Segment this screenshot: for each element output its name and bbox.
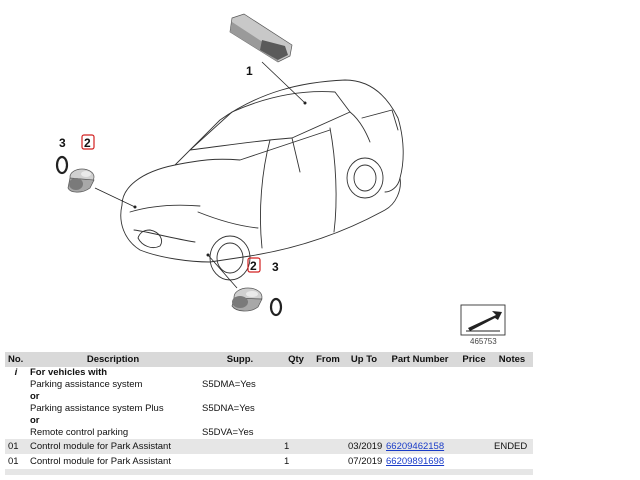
cell-notes (491, 454, 533, 469)
callout-1: 1 (246, 64, 253, 78)
cell-qty: 1 (281, 454, 311, 469)
supp-code: S5DNA=Yes (202, 403, 255, 414)
highlight-box-front (81, 134, 95, 150)
table-row-note: i For vehicles with Parking assistance s… (5, 367, 533, 439)
rear-sensor-part[interactable] (231, 287, 263, 312)
parts-table: No. Description Supp. Qty From Up To Par… (5, 352, 533, 475)
header-no: No. (5, 352, 27, 367)
header-supp: Supp. (199, 352, 281, 367)
note-line: Parking assistance system Plus (30, 403, 164, 414)
cell-price (457, 439, 491, 454)
rear-ring-part[interactable] (269, 297, 283, 317)
note-line: Parking assistance system (30, 379, 143, 390)
cell-up-to: 03/2019 (345, 439, 383, 454)
front-sensor-part[interactable] (67, 168, 95, 193)
cell-up-to: 07/2019 (345, 454, 383, 469)
cell-price (457, 454, 491, 469)
leader-lines (94, 61, 306, 289)
callout-2-rear: 2 (250, 259, 257, 273)
table-row[interactable]: 01 Control module for Park Assistant 1 0… (5, 454, 533, 469)
callout-2-front: 2 (84, 136, 91, 150)
cell-description: Control module for Park Assistant (27, 439, 199, 454)
image-number: 465753 (470, 337, 497, 346)
cell-supp (199, 454, 281, 469)
cell-part-number: 66209891698 (383, 454, 457, 469)
header-notes: Notes (491, 352, 533, 367)
callout-3-rear: 3 (272, 260, 279, 274)
image-reference-icon (460, 304, 506, 336)
front-ring-part[interactable] (55, 155, 69, 175)
table-header-row: No. Description Supp. Qty From Up To Par… (5, 352, 533, 367)
cell-description: Control module for Park Assistant (27, 454, 199, 469)
header-part-number: Part Number (383, 352, 457, 367)
cell-no: 01 (5, 439, 27, 454)
note-line: Remote control parking (30, 427, 129, 438)
table-row[interactable]: 01 Control module for Park Assistant 1 0… (5, 439, 533, 454)
control-module-part[interactable] (229, 13, 293, 63)
cell-notes: ENDED (491, 439, 533, 454)
cell-supp (199, 439, 281, 454)
header-qty: Qty (281, 352, 311, 367)
supp-code: S5DVA=Yes (202, 427, 254, 438)
header-price: Price (457, 352, 491, 367)
header-up-to: Up To (345, 352, 383, 367)
note-or: or (30, 415, 40, 426)
info-mark: i (5, 367, 27, 439)
callout-3-front: 3 (59, 136, 66, 150)
cell-from (311, 439, 345, 454)
supp-code: S5DMA=Yes (202, 379, 256, 390)
cell-from (311, 454, 345, 469)
note-supp: S5DMA=Yes S5DNA=Yes S5DVA=Yes (199, 367, 281, 439)
header-description: Description (27, 352, 199, 367)
cell-qty: 1 (281, 439, 311, 454)
table-row-partial (5, 469, 533, 475)
highlight-box-rear (247, 257, 261, 273)
parts-diagram: 1 3 2 2 3 465753 (55, 13, 506, 346)
note-or: or (30, 391, 40, 402)
cell-no: 01 (5, 454, 27, 469)
part-number-link[interactable]: 66209462158 (386, 441, 445, 452)
header-from: From (311, 352, 345, 367)
note-heading: For vehicles with (30, 367, 108, 378)
part-number-link[interactable]: 66209891698 (386, 456, 445, 467)
car-outline (120, 79, 404, 281)
note-description: For vehicles with Parking assistance sys… (27, 367, 199, 439)
cell-part-number: 66209462158 (383, 439, 457, 454)
